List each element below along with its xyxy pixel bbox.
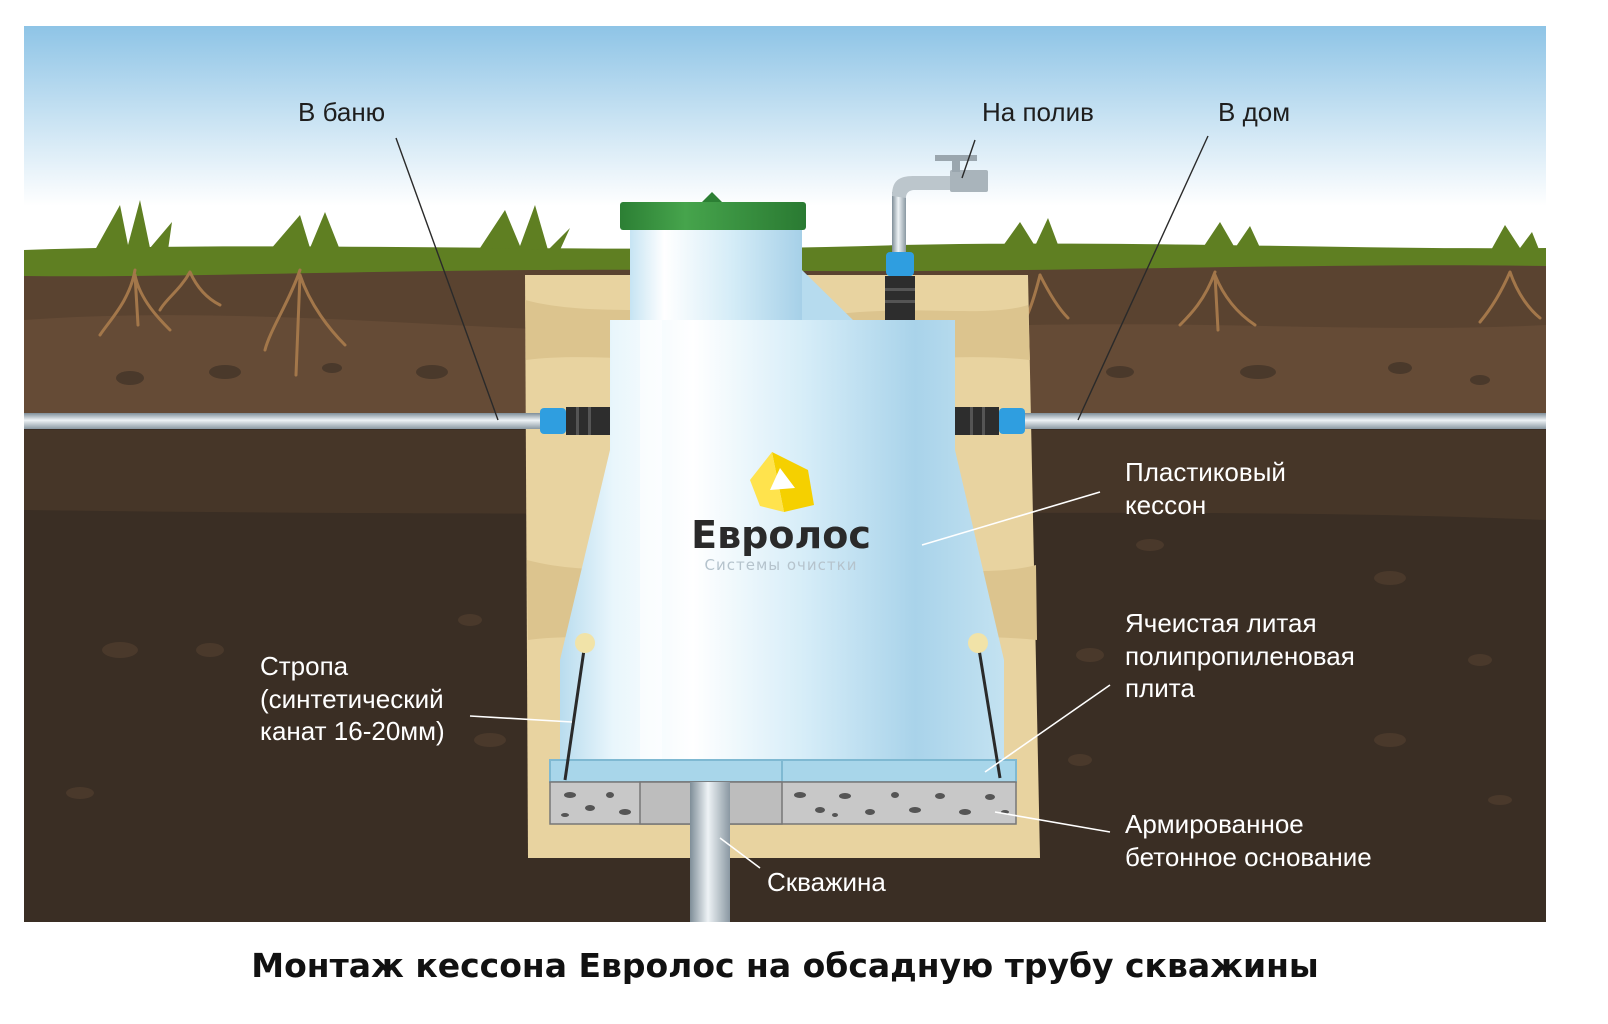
label-stropa-line2: (синтетический: [260, 684, 444, 714]
evrolos-logo-mark: [750, 452, 814, 512]
reinforced-concrete-base: [549, 781, 1017, 825]
logo-tagline: Системы очистки: [705, 556, 858, 574]
soil-pebbles: [66, 362, 1512, 805]
leader-kesson: [921, 491, 1101, 546]
sling-right: [968, 633, 1002, 779]
diagram-caption: Монтаж кессона Евролос на обсадную трубу…: [251, 946, 1318, 985]
irrigation-riser-pipe: [892, 192, 906, 266]
label-to-house: В дом: [1218, 97, 1290, 127]
plastic-caisson: [560, 320, 1004, 760]
sling-left: [563, 633, 595, 781]
label-stropa-line3: канат 16-20мм): [260, 716, 445, 746]
label-kesson-line1: Пластиковый: [1125, 457, 1286, 487]
leader-dom: [1077, 135, 1209, 421]
label-to-banya: В баню: [298, 97, 385, 127]
caisson-neck: [630, 228, 802, 328]
label-stropa-line1: Стропа: [260, 651, 349, 681]
coupling-top: [885, 252, 915, 320]
caisson-shoulder: [802, 270, 855, 322]
leader-banya: [395, 137, 499, 421]
lid-handle: [702, 192, 722, 202]
pipe-to-banya: [24, 413, 544, 429]
caisson-highlight: [640, 320, 662, 760]
leader-stropa: [469, 715, 573, 723]
coupling-right: [955, 407, 1025, 435]
well-casing-pipe: [690, 782, 730, 922]
logo-name: Евролос: [691, 513, 871, 557]
leader-plita: [984, 684, 1111, 773]
label-osnovanie-line1: Армированное: [1125, 809, 1304, 839]
label-kesson-line2: кессон: [1125, 490, 1206, 520]
label-skvazhina: Скважина: [767, 867, 886, 897]
grass-tufts: [95, 200, 1540, 252]
pipe-to-house: [1022, 413, 1546, 429]
plant-roots: [98, 268, 1542, 377]
leader-skvazhina: [719, 837, 761, 869]
label-osnovanie-line2: бетонное основание: [1125, 842, 1372, 872]
label-plita-line3: плита: [1125, 673, 1195, 703]
label-irrigation: На полив: [982, 97, 1094, 127]
leader-osnovanie: [994, 811, 1111, 833]
label-plita-line2: полипропиленовая: [1125, 641, 1355, 671]
faucet-body: [950, 170, 988, 192]
coupling-left: [540, 407, 610, 435]
label-plita-line1: Ячеистая литая: [1125, 608, 1317, 638]
caisson-lid: [620, 202, 806, 230]
concrete-aggregate: [561, 792, 1009, 817]
faucet-spout: [892, 176, 960, 198]
faucet-handle: [935, 155, 977, 161]
leader-poliv: [961, 139, 976, 179]
